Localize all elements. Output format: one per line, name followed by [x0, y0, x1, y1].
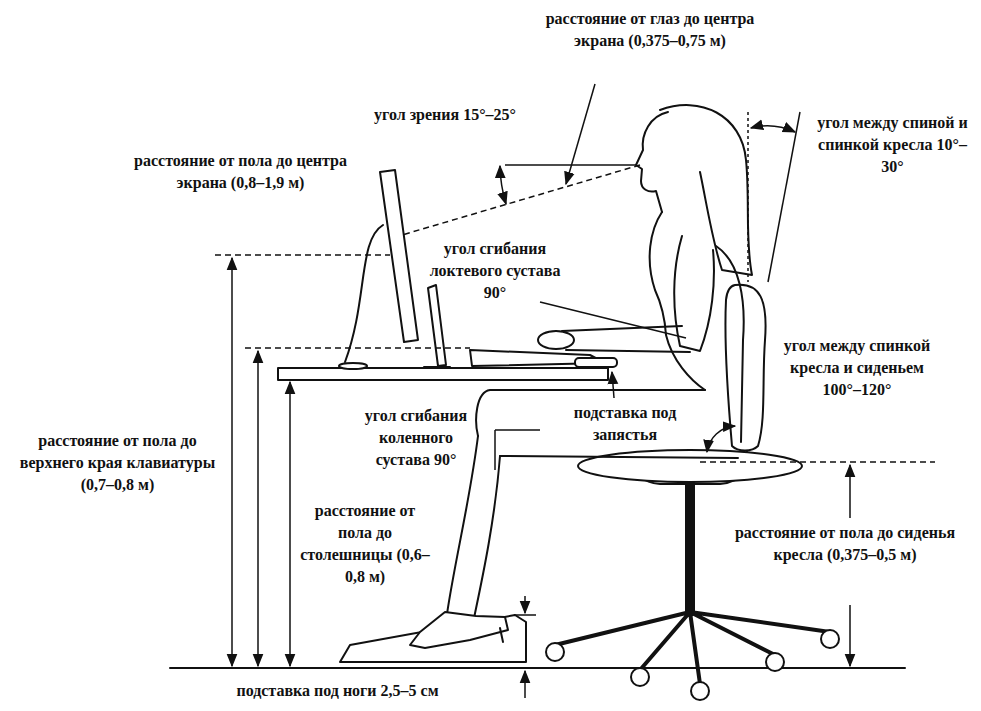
- dimension-label: расстояние от пола до верхнего края клав…: [10, 430, 225, 496]
- dimension-label: расстояние от пола до сиденья кресла (0,…: [725, 522, 965, 566]
- leader-line: [612, 372, 614, 398]
- dimension-line: [524, 596, 526, 613]
- horizontal-eye-line: [505, 164, 636, 166]
- shoe: [410, 612, 508, 648]
- vision-angle-arc: [500, 166, 506, 204]
- caster: [766, 653, 784, 671]
- wrist-pad: [575, 358, 617, 367]
- dimension-tick: [514, 614, 536, 616]
- caster: [691, 682, 709, 700]
- chair-column: [685, 483, 695, 612]
- dimension-label: угол между спиной и спинкой кресла 10°–3…: [815, 112, 970, 178]
- upper-arm: [674, 236, 714, 351]
- dimension-line: [524, 671, 526, 698]
- dimension-label: угол сгибания коленного сустава 90°: [352, 405, 480, 471]
- dimension-label: расстояние от глаз до центра экрана (0,3…: [520, 8, 780, 52]
- dimension-label: угол зрения 15°–25°: [370, 104, 520, 126]
- vertical-reference: [747, 112, 749, 282]
- seat-angle-arc: [707, 426, 735, 452]
- dimension-label: расстояние от пола до центра экрана (0,8…: [108, 150, 373, 194]
- face-profile: [636, 112, 668, 212]
- caster: [821, 630, 839, 648]
- backrest-line: [768, 112, 800, 282]
- dimension-line: [849, 605, 851, 666]
- seat-level-line: [700, 461, 935, 463]
- leader-line: [540, 302, 686, 338]
- dimension-line: [289, 382, 291, 666]
- dimension-line: [231, 258, 233, 666]
- leader-line: [566, 84, 595, 184]
- chair-back: [725, 285, 765, 451]
- hand: [538, 331, 574, 349]
- screen-center-line: [215, 254, 390, 256]
- dimension-label: расстояние от пола до столешницы (0,6–0,…: [296, 500, 434, 588]
- dimension-label: угол сгибания локтевого сустава 90°: [420, 238, 570, 304]
- torso-back: [716, 246, 744, 442]
- holder-base: [424, 366, 450, 368]
- back-angle-arc: [751, 126, 795, 132]
- dimension-label: подставка под запястья: [545, 402, 705, 446]
- dimension-line: [257, 351, 259, 666]
- knee-marker: [495, 429, 540, 431]
- forearm: [562, 326, 690, 352]
- dimension-label: подставка под ноги 2,5–5 см: [165, 680, 510, 702]
- floor-line: [170, 667, 905, 669]
- desk-top: [278, 368, 608, 380]
- knee-marker: [494, 430, 496, 470]
- chair-base: [555, 612, 830, 684]
- thigh-bottom: [500, 456, 738, 458]
- monitor-foot: [339, 363, 367, 369]
- sight-line: [402, 165, 640, 235]
- dimension-line: [849, 465, 851, 518]
- monitor-stand: [345, 225, 383, 362]
- shoe-heel: [500, 628, 503, 642]
- keyboard-level-line: [245, 347, 470, 349]
- document-holder: [428, 285, 446, 366]
- monitor-screen: [380, 170, 418, 342]
- caster: [631, 668, 649, 686]
- chair-seat: [578, 450, 802, 482]
- dimension-label: угол между спинкой кресла и сиденьем 100…: [772, 335, 942, 401]
- caster: [546, 643, 564, 661]
